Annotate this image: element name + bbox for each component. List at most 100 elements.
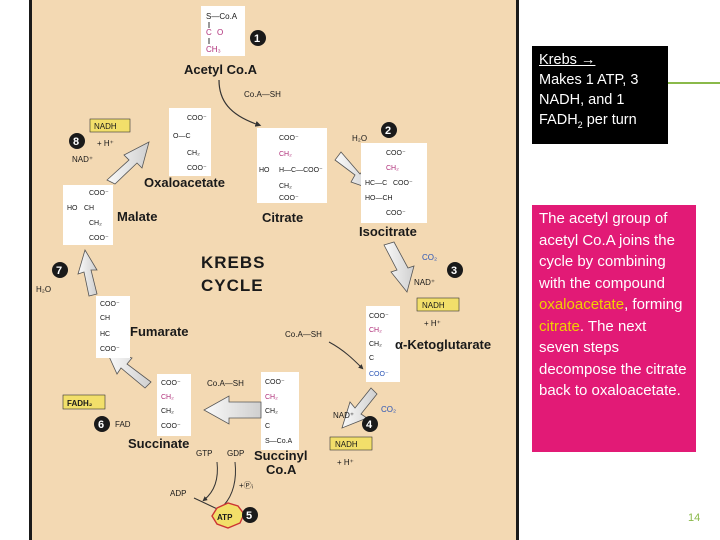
svg-text:COO⁻: COO⁻ [393, 180, 413, 187]
svg-text:COO⁻: COO⁻ [187, 165, 207, 172]
malate-label: Malate [117, 209, 157, 224]
accent-line [668, 82, 720, 84]
succinate-to-fumarate-arrow [106, 351, 152, 389]
svg-text:COO⁻: COO⁻ [187, 115, 207, 122]
svg-text:HC—C: HC—C [365, 180, 387, 187]
co2-step-4: CO₂ [381, 405, 396, 414]
svg-text:COO⁻: COO⁻ [161, 380, 181, 387]
fumarate-structure: COO⁻ CH HC COO⁻ [96, 296, 130, 358]
coa-sh-step-4-arrow [328, 341, 364, 370]
krebs-summary-line-4: FADH2 per turn [539, 112, 637, 130]
succinate-structure: COO⁻ CH₂ CH₂ COO⁻ [157, 374, 191, 436]
svg-text:8: 8 [73, 136, 79, 148]
nadh-box-step-8 [89, 118, 131, 133]
svg-text:ATP: ATP [217, 513, 233, 522]
svg-text:COO⁻: COO⁻ [265, 379, 285, 386]
h2o-step-7: H₂O [36, 285, 51, 294]
succinyl-coa-label-1: Succinyl [254, 448, 307, 463]
svg-text:COO⁻: COO⁻ [161, 423, 181, 430]
fadh2-box [62, 394, 106, 410]
coa-sh-release-1: Co.A—SH [244, 90, 281, 99]
krebs-summary-title: Krebs → [539, 52, 596, 68]
highlight-oxaloacetate: oxaloacetate [539, 296, 625, 313]
svg-text:CH₂: CH₂ [161, 408, 174, 415]
oxaloacetate-label: Oxaloacetate [144, 175, 225, 190]
svg-text:CH₃: CH₃ [206, 45, 221, 54]
ketoglutarate-label: α-Ketoglutarate [395, 337, 491, 352]
svg-text:CH₂: CH₂ [89, 220, 102, 227]
step-2-marker: 2 [381, 122, 397, 138]
svg-text:C: C [369, 355, 374, 362]
svg-text:CH₂: CH₂ [265, 408, 278, 415]
nadh-step-4: NADH [335, 440, 358, 449]
svg-text:1: 1 [254, 33, 260, 45]
svg-text:CH₂: CH₂ [265, 394, 278, 401]
isocitrate-structure: COO⁻ CH₂ HC—C COO⁻ HO—CH COO⁻ [361, 143, 427, 223]
page-number: 14 [688, 512, 701, 524]
nadh-step-8: NADH [94, 122, 117, 131]
krebs-summary-line-2: Makes 1 ATP, 3 [539, 72, 639, 88]
krebs-summary-line-3: NADH, and 1 [539, 92, 625, 108]
highlight-citrate: citrate [539, 317, 580, 335]
succinyl-to-succinate-arrow [203, 395, 262, 425]
atp-badge: ATP [211, 502, 245, 529]
gdp-label: GDP [227, 449, 244, 458]
svg-text:4: 4 [366, 419, 373, 431]
svg-text:HO: HO [67, 205, 78, 212]
svg-text:COO⁻: COO⁻ [279, 195, 299, 202]
h-plus-step-8: + H⁺ [97, 139, 114, 148]
h2o-step-2: H₂O [352, 134, 367, 143]
acetyl-to-citrate-arrow [218, 79, 262, 127]
svg-text:COO⁻: COO⁻ [369, 371, 389, 378]
ketoglutarate-to-succinyl-arrow [341, 387, 378, 429]
citrate-structure: COO⁻ CH₂ HO H—C—COO⁻ CH₂ COO⁻ [257, 128, 327, 203]
svg-text:CH₂: CH₂ [386, 165, 399, 172]
h-plus-step-3: + H⁺ [424, 319, 441, 328]
svg-text:5: 5 [246, 510, 252, 522]
gdp-arrow [223, 461, 236, 506]
nad-step-3: NAD⁺ [414, 278, 435, 287]
svg-text:COO⁻: COO⁻ [89, 235, 109, 242]
svg-text:H—C—COO⁻: H—C—COO⁻ [279, 167, 323, 174]
svg-text:COO⁻: COO⁻ [386, 150, 406, 157]
svg-text:C: C [206, 28, 212, 37]
svg-text:CH₂: CH₂ [161, 394, 174, 401]
nad-step-4: NAD⁺ [333, 411, 354, 420]
svg-text:COO⁻: COO⁻ [100, 346, 120, 353]
svg-text:CH: CH [100, 315, 110, 322]
ketoglutarate-structure: COO⁻ CH₂ CH₂ C COO⁻ [366, 306, 400, 382]
fad-label: FAD [115, 420, 131, 429]
svg-text:COO⁻: COO⁻ [369, 313, 389, 320]
step-6-marker: 6 [94, 416, 110, 432]
svg-text:S—Co.A: S—Co.A [265, 438, 293, 445]
succinyl-coa-label-2: Co.A [266, 462, 297, 477]
acetyl-coa-structure: S—Co.A C O CH₃ [201, 6, 245, 56]
svg-text:O—C: O—C [173, 133, 191, 140]
svg-text:HC: HC [100, 331, 110, 338]
nad-step-8: NAD⁺ [72, 155, 93, 164]
step-8-marker: 8 [69, 133, 85, 149]
fumarate-to-malate-arrow [77, 249, 98, 297]
citrate-label: Citrate [262, 210, 303, 225]
co2-step-3: CO₂ [422, 253, 437, 262]
krebs-cycle-title-1: KREBS [201, 253, 266, 272]
acetyl-coa-label: Acetyl Co.A [184, 62, 258, 77]
svg-text:CH₂: CH₂ [279, 183, 292, 190]
svg-text:COO⁻: COO⁻ [386, 210, 406, 217]
svg-text:3: 3 [451, 265, 457, 277]
succinate-label: Succinate [128, 436, 189, 451]
svg-text:C: C [265, 423, 270, 430]
svg-text:COO⁻: COO⁻ [100, 301, 120, 308]
svg-text:HO—CH: HO—CH [365, 195, 393, 202]
step-1-marker: 1 [250, 30, 266, 46]
svg-text:CH₂: CH₂ [369, 341, 382, 348]
isocitrate-to-ketoglutarate-arrow [383, 241, 415, 293]
svg-text:2: 2 [385, 125, 391, 137]
svg-text:S—Co.A: S—Co.A [206, 12, 238, 21]
description-box: The acetyl group of acetyl Co.A joins th… [532, 205, 696, 452]
step-5-marker: 5 [242, 507, 258, 523]
svg-text:CH₂: CH₂ [187, 150, 200, 157]
krebs-cycle-diagram: S—Co.A C O CH₃ Acetyl Co.A 1 Co.A—SH COO… [36, 6, 491, 529]
fadh2-label: FADH₂ [67, 399, 93, 408]
svg-text:COO⁻: COO⁻ [279, 135, 299, 142]
